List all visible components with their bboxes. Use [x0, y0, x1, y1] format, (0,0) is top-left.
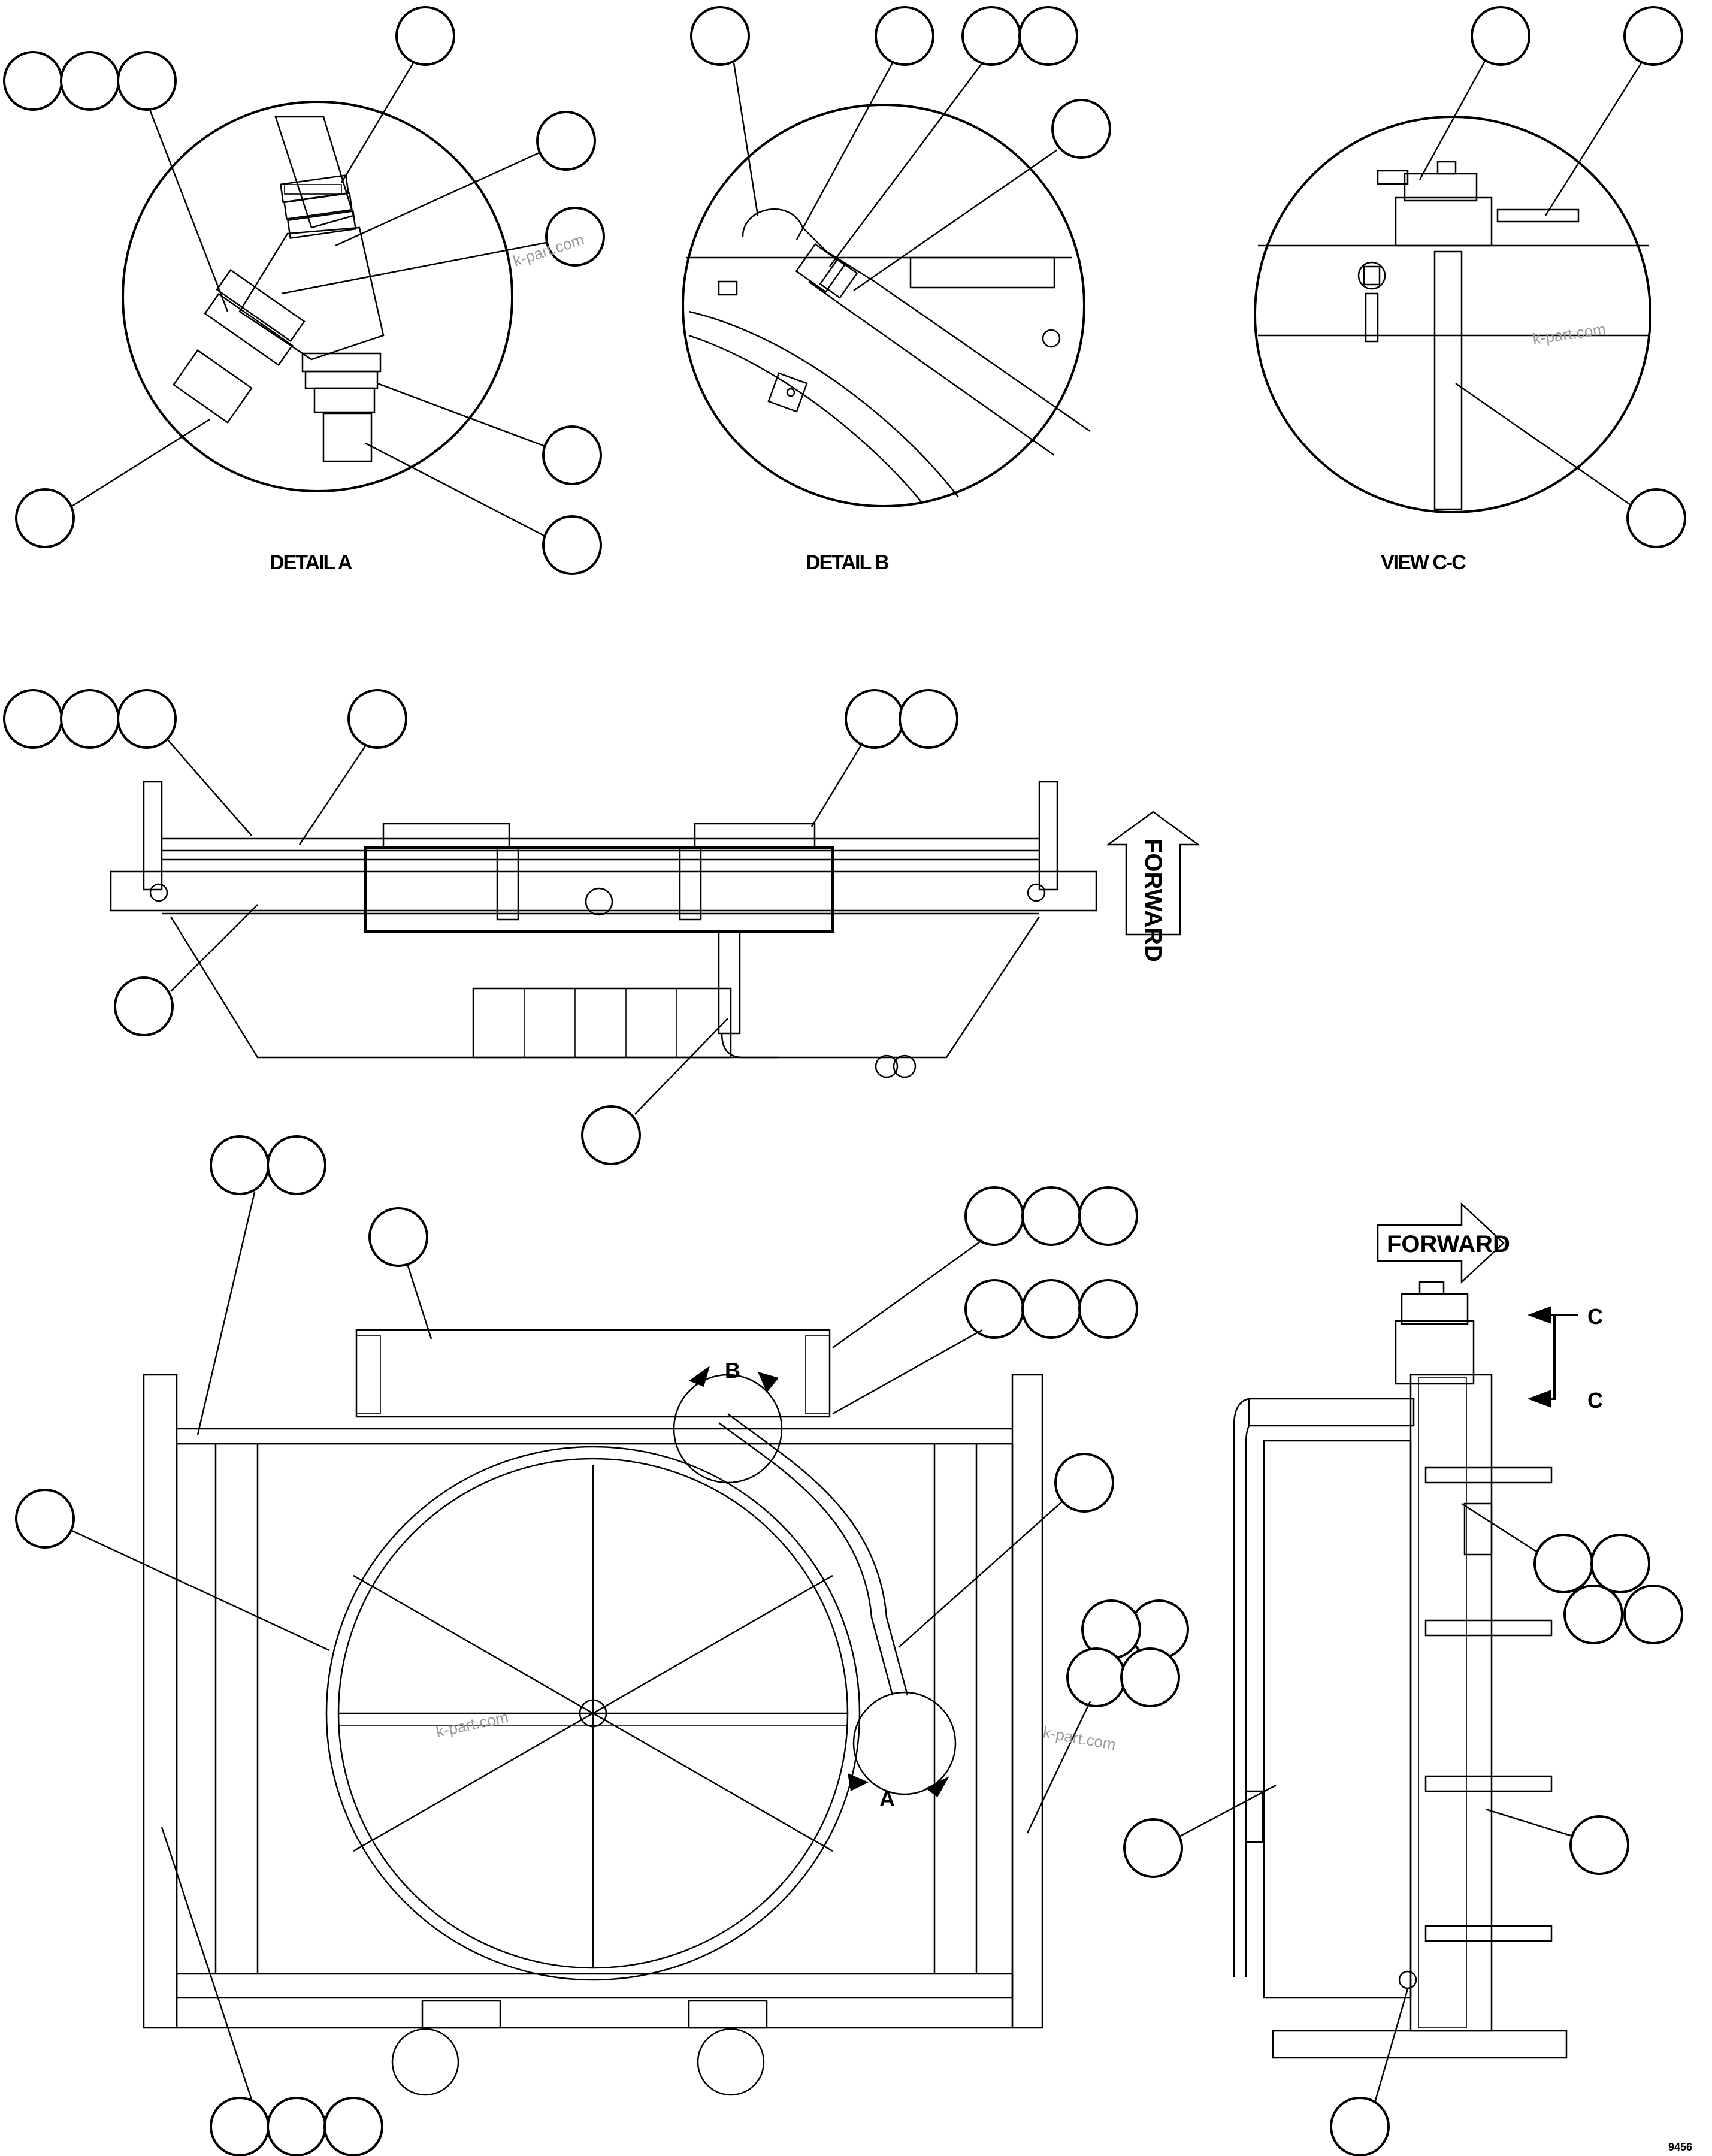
callout-balloon — [210, 1135, 270, 1195]
callout-balloon — [1078, 1279, 1138, 1339]
callout-balloon — [267, 1135, 326, 1195]
drawing-number: 9456 — [1668, 2141, 1692, 2153]
callout-balloon — [1078, 1186, 1138, 1246]
callout-balloon — [542, 425, 602, 485]
callout-balloon — [1021, 1279, 1081, 1339]
callout-balloon — [1623, 1585, 1683, 1644]
callout-balloon — [395, 6, 455, 66]
view-c-c-caption: VIEW C-C — [1381, 551, 1466, 574]
forward-label-side: FORWARD — [1387, 1231, 1510, 1257]
callout-balloon — [347, 689, 407, 749]
callout-balloon — [875, 6, 934, 66]
section-marker-a: A — [879, 1786, 895, 1811]
callout-balloon — [117, 689, 177, 749]
callout-balloon — [536, 111, 596, 171]
callout-balloon — [1471, 6, 1530, 66]
callout-balloon — [581, 1105, 641, 1165]
callout-balloon — [3, 689, 63, 749]
callout-balloon — [323, 2097, 383, 2156]
callout-balloon — [690, 6, 750, 66]
callout-balloon — [545, 207, 605, 267]
callout-balloon — [1054, 1453, 1114, 1513]
callout-balloon — [1051, 99, 1111, 159]
callout-balloon — [542, 515, 602, 575]
callout-balloon — [117, 51, 177, 111]
callout-balloon — [1563, 1585, 1623, 1644]
callout-balloon — [368, 1207, 428, 1267]
front-view: B A k-part.com — [15, 1135, 1189, 2156]
callout-balloon — [60, 51, 120, 111]
callout-balloon — [961, 6, 1021, 66]
callout-balloon — [3, 51, 63, 111]
callout-balloon — [1533, 1534, 1593, 1593]
callout-balloon — [1590, 1534, 1650, 1593]
callout-balloon — [1123, 1818, 1183, 1878]
callout-balloon — [15, 1489, 75, 1549]
detail-b-caption: DETAIL B — [806, 551, 889, 574]
callout-balloon — [1623, 6, 1683, 66]
callout-balloon — [964, 1186, 1024, 1246]
callout-balloon — [60, 689, 120, 749]
watermark-front-right: k-part.com — [1042, 1723, 1117, 1753]
callout-balloon — [1330, 2097, 1390, 2156]
callout-balloon — [15, 488, 75, 548]
top-plan-view: FORWARD — [3, 689, 1200, 1165]
callout-balloon — [899, 689, 958, 749]
forward-label-top: FORWARD — [1140, 839, 1166, 962]
detail-a: DETAIL A — [3, 6, 605, 575]
callout-balloon — [1120, 1647, 1180, 1707]
section-marker-c-top: C — [1587, 1304, 1603, 1329]
callout-balloon — [1066, 1647, 1126, 1707]
side-view: FORWARD C C — [1123, 1202, 1683, 2156]
detail-a-caption: DETAIL A — [270, 551, 352, 574]
view-c-c: VIEW C-C — [1254, 6, 1686, 574]
watermark-view-cc: k-part.com — [1532, 320, 1607, 348]
callout-balloon — [267, 2097, 326, 2156]
callout-balloon — [210, 2097, 270, 2156]
callout-balloon — [964, 1279, 1024, 1339]
section-marker-b: B — [725, 1358, 740, 1383]
callout-balloon — [1626, 488, 1686, 548]
section-marker-c-bottom: C — [1587, 1388, 1603, 1413]
detail-b: DETAIL B — [682, 6, 1111, 574]
callout-balloon — [1021, 1186, 1081, 1246]
callout-balloon — [1569, 1815, 1629, 1875]
callout-balloon — [1018, 6, 1078, 66]
callout-balloon — [845, 689, 905, 749]
callout-balloon — [114, 976, 174, 1036]
